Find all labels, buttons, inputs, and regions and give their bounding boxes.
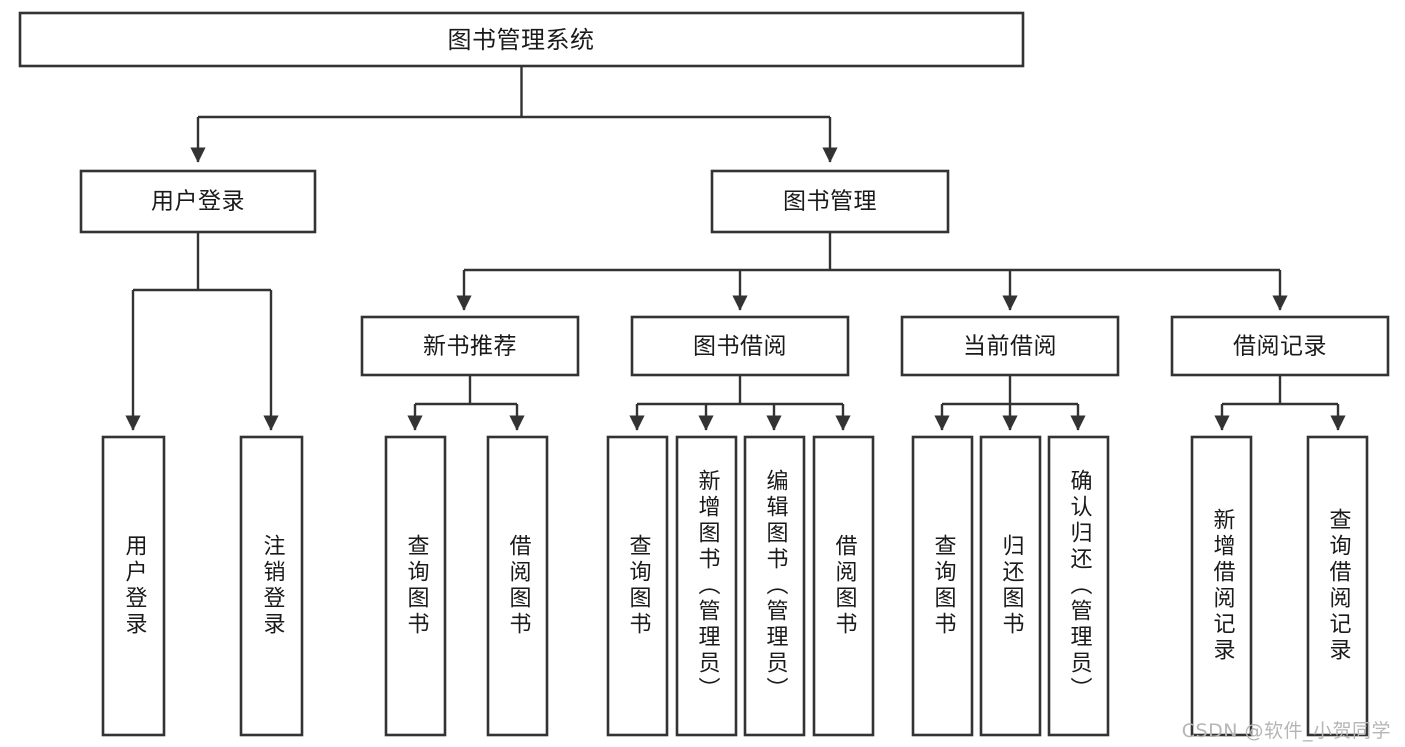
node-current-borrow[interactable]: 当前借阅 bbox=[900, 315, 1120, 377]
leaf-box-query-book-current[interactable] bbox=[911, 435, 974, 737]
node-new-book-recommend-label: 新书推荐 bbox=[423, 334, 517, 360]
leaf-box-user-login[interactable] bbox=[101, 435, 166, 737]
node-current-borrow-label: 当前借阅 bbox=[963, 334, 1057, 360]
edge-group-book-mgmt-to-level2 bbox=[456, 233, 1288, 311]
leaf-box-add-borrow-record[interactable] bbox=[1190, 435, 1253, 737]
node-root-box[interactable] bbox=[18, 11, 1025, 68]
leaf-box-logout[interactable] bbox=[239, 435, 304, 737]
node-root[interactable]: 图书管理系统 bbox=[18, 11, 1025, 68]
node-book-borrow-label: 图书借阅 bbox=[693, 334, 787, 360]
leaf-box-return-book[interactable] bbox=[979, 435, 1042, 737]
edge-group-root-to-level1 bbox=[190, 66, 838, 163]
node-book-management-label: 图书管理 bbox=[783, 189, 877, 215]
node-book-borrow[interactable]: 图书借阅 bbox=[630, 315, 850, 377]
node-borrow-record-box[interactable] bbox=[1170, 315, 1390, 377]
leaf-box-borrow-book-recommend[interactable] bbox=[486, 435, 549, 737]
node-borrow-record[interactable]: 借阅记录 bbox=[1170, 315, 1390, 377]
node-user-login-label: 用户登录 bbox=[151, 189, 245, 215]
edge-group-borrow-to-leaves bbox=[629, 376, 851, 431]
leaf-box-query-borrow-record[interactable] bbox=[1306, 435, 1369, 737]
edge-group-record-to-leaves bbox=[1214, 376, 1346, 431]
leaf-box-borrow-book[interactable] bbox=[812, 435, 875, 737]
leaf-box-query-book-recommend[interactable] bbox=[384, 435, 447, 737]
watermark-text: CSDN @软件_小贺同学 bbox=[1181, 720, 1391, 742]
node-user-login-box[interactable] bbox=[79, 169, 317, 234]
node-book-management-box[interactable] bbox=[710, 169, 950, 234]
node-root-label: 图书管理系统 bbox=[448, 26, 595, 54]
leaf-box-edit-book-admin[interactable] bbox=[743, 435, 806, 737]
leaf-box-add-book-admin[interactable] bbox=[675, 435, 738, 737]
node-borrow-record-label: 借阅记录 bbox=[1233, 334, 1327, 360]
node-new-book-recommend[interactable]: 新书推荐 bbox=[360, 315, 580, 377]
edge-group-new-book-to-leaves bbox=[407, 376, 525, 431]
node-new-book-recommend-box[interactable] bbox=[360, 315, 580, 377]
node-book-borrow-box[interactable] bbox=[630, 315, 850, 377]
leaf-box-confirm-return-admin[interactable] bbox=[1047, 435, 1110, 737]
node-user-login[interactable]: 用户登录 bbox=[79, 169, 317, 234]
node-book-management[interactable]: 图书管理 bbox=[710, 169, 950, 234]
edge-group-user-login-to-leaves bbox=[125, 233, 279, 431]
edge-group-current-to-leaves bbox=[934, 376, 1086, 431]
node-current-borrow-box[interactable] bbox=[900, 315, 1120, 377]
leaf-box-query-book-borrow[interactable] bbox=[606, 435, 669, 737]
leaf-group bbox=[101, 435, 1369, 737]
